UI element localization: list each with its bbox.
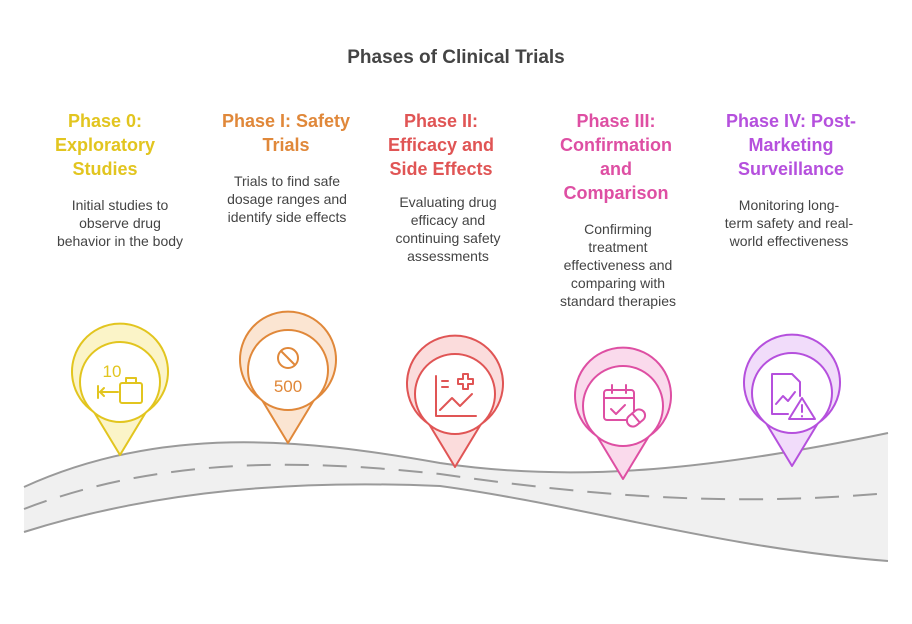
phase-0-description: Initial studies to observe drug behavior… [56,197,184,249]
phase-3-title: Phase III: Confirmation and Comparison [560,111,672,203]
phase-4-marker [743,333,841,467]
phase-1-description: Trials to find safe dosage ranges and id… [227,173,347,225]
phase-1-icon-label: 500 [274,377,302,396]
road-edge-top [23,432,889,488]
phase-0-marker: 10 [71,322,169,456]
diagram-title: Phases of Clinical Trials [347,47,565,68]
phase-4-inner-ring [751,352,833,434]
phase-3-description: Confirming treatment effectiveness and c… [560,221,676,309]
phase-0-title: Phase 0: Exploratory Studies [54,111,156,179]
phase-0-inner-ring [79,341,161,423]
phase-2-inner-ring [414,353,496,435]
road-center-line [23,463,889,510]
phase-2-marker [406,334,504,468]
medical-chart-icon [435,373,477,417]
phase-0-icon-label: 10 [103,362,122,381]
road [23,432,889,562]
dose-comparison-icon: 10 [97,362,143,404]
phase-4-title: Phase IV: Post- Marketing Surveillance [725,111,857,179]
phase-1-marker: 500 [239,310,337,444]
road-edge-bottom [23,483,889,562]
phase-1-inner-ring [247,329,329,411]
report-warning-icon [771,373,816,420]
phase-3-marker [574,346,672,480]
calendar-pill-icon [603,384,647,428]
phase-2-title: Phase II: Efficacy and Side Effects [387,111,495,179]
prohibited-dose-icon: 500 [274,347,302,396]
phase-4-description: Monitoring long- term safety and real- w… [724,197,854,249]
phase-1-title: Phase I: Safety Trials [221,111,351,155]
phase-2-description: Evaluating drug efficacy and continuing … [395,194,501,264]
